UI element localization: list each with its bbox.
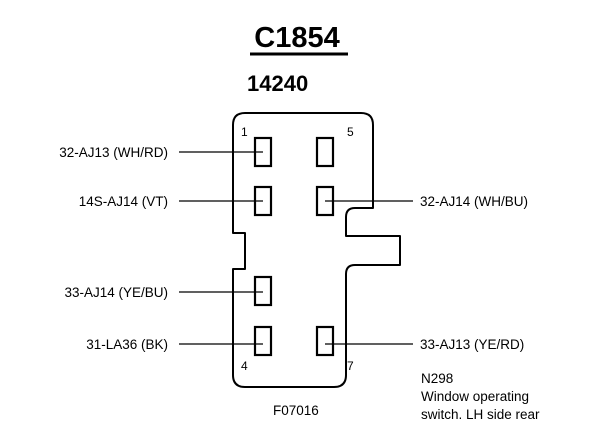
wire-label: 32-AJ13 (WH/RD) <box>59 145 168 160</box>
wire-label: 32-AJ14 (WH/BU) <box>420 194 528 209</box>
pin-number-5: 5 <box>347 125 354 139</box>
terminal-cavity <box>315 325 335 357</box>
connector-outline <box>232 112 401 388</box>
wire-label: 31-LA36 (BK) <box>86 337 168 352</box>
pin-number-1: 1 <box>241 125 248 139</box>
terminal-cavity <box>253 275 273 307</box>
connector-id: C1854 <box>254 22 339 54</box>
connector-part-number: 14240 <box>247 71 308 96</box>
component-description: Window operating <box>421 389 529 404</box>
terminal-cavity <box>315 136 335 168</box>
figure-code: F07016 <box>273 403 319 418</box>
pin-number-7: 7 <box>347 359 354 373</box>
component-description: switch. LH side rear <box>421 407 540 422</box>
wire-label: 33-AJ14 (YE/BU) <box>64 285 168 300</box>
terminal-cavity <box>253 325 273 357</box>
wire-label: 33-AJ13 (YE/RD) <box>420 337 524 352</box>
pin-number-4: 4 <box>241 359 248 373</box>
wire-label: 14S-AJ14 (VT) <box>79 194 168 209</box>
component-code: N298 <box>421 371 453 386</box>
